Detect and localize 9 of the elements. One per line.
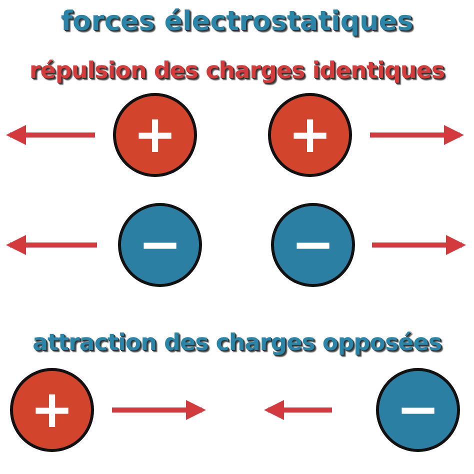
- charge-sign: +: [30, 384, 74, 436]
- charge-sign: −: [291, 219, 335, 271]
- title: forces électrostatiques: [60, 5, 414, 39]
- subheading: répulsion des charges identiques: [28, 57, 446, 86]
- charge-sign: −: [138, 219, 182, 271]
- charge-sign: −: [396, 384, 440, 436]
- charge-sign: +: [133, 109, 177, 161]
- charge-sign: +: [288, 109, 332, 161]
- subheading: attraction des charges opposées: [31, 329, 443, 358]
